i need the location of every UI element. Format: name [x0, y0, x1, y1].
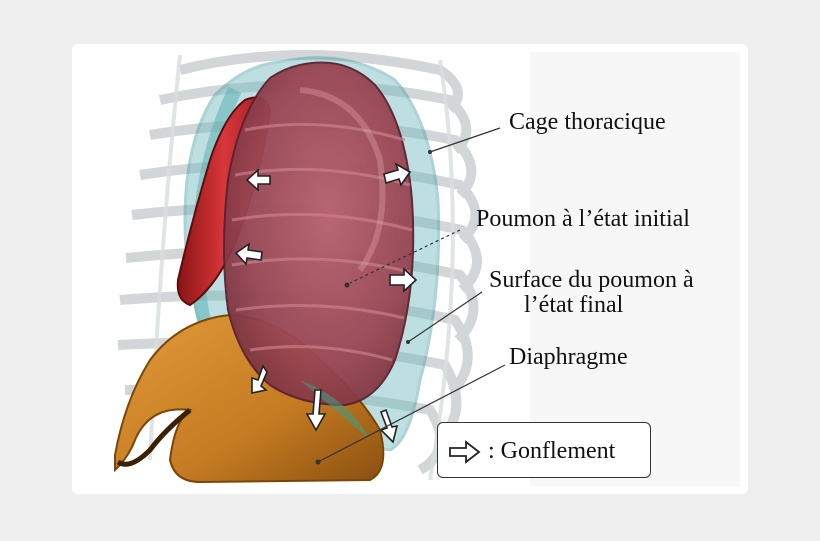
arrow-icon: [383, 162, 412, 187]
legend: : Gonflement: [437, 422, 651, 478]
arrow-icon: [379, 408, 399, 444]
label-surface-line2: l’état final: [524, 292, 624, 318]
hollow-right-arrow-icon: [449, 440, 481, 464]
label-poumon-initial: Poumon à l’état initial: [476, 206, 690, 232]
arrow-icon: [245, 168, 271, 192]
arrow-icon: [234, 242, 263, 266]
label-surface-line1: Surface du poumon à: [489, 267, 694, 293]
arrow-icon: [389, 267, 418, 293]
legend-text: : Gonflement: [488, 438, 616, 464]
label-diaphragme: Diaphragme: [509, 344, 628, 370]
initial-lung: [223, 61, 415, 407]
arrow-icon: [305, 389, 327, 432]
label-cage-thoracique: Cage thoracique: [509, 109, 666, 135]
arrow-icon: [251, 364, 268, 394]
expansion-arrows: [234, 162, 418, 444]
leader-lines: [317, 127, 506, 463]
